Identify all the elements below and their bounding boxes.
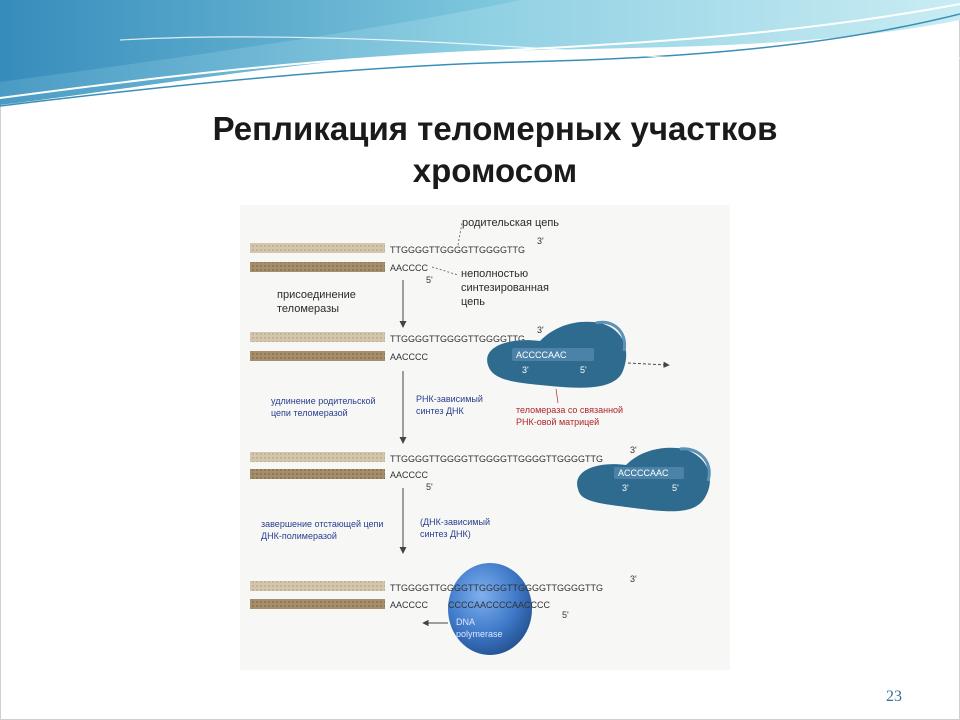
- stage-2: TTGGGGTTGGGGTTGGGGTTG 3' AACCCC ACCCCAAC…: [250, 322, 668, 388]
- telomerase-pointer: [556, 389, 558, 403]
- telomerase-label-2: РНК-овой матрицей: [516, 417, 599, 427]
- step-2-right-label-2: синтез ДНК: [416, 406, 465, 416]
- stage-4-top-sequence: TTGGGGTTGGGGTTGGGGTTGGGGTTGGGGTTG: [390, 583, 603, 593]
- stage-2-bottom-sequence: AACCCC: [390, 352, 429, 362]
- stage-3-bottom-sequence: AACCCC: [390, 470, 429, 480]
- step-3-right-label-2: синтез ДНК): [420, 529, 471, 539]
- stage-3-rna-five-prime: 5': [672, 483, 679, 493]
- figure-panel: TTGGGGTTGGGGTTGGGGTTG 3' AACCCC 5' родит…: [240, 205, 730, 670]
- telomerase-direction-arrow: [628, 363, 668, 365]
- header-waves: [0, 0, 960, 110]
- step-1-label-2: теломеразы: [277, 303, 339, 315]
- stage-2-rna-three-prime: 3': [522, 365, 529, 375]
- stage-1-top-sequence: TTGGGGTTGGGGTTGGGGTTG: [390, 245, 525, 255]
- dna-polymerase-label-1: DNA: [456, 617, 475, 627]
- step-3-right-label-1: (ДНК-зависимый: [420, 517, 490, 527]
- step-3-left-label-2: ДНК-полимеразой: [261, 531, 337, 541]
- stage-4-three-prime: 3': [630, 574, 637, 584]
- stage-3-rna-three-prime: 3': [622, 483, 629, 493]
- telomerase-label-1: теломераза со связанной: [516, 405, 623, 415]
- stage-4-new-sequence: CCCCAACCCCAACCCC: [448, 600, 551, 610]
- step-2-left-label-1: удлинение родительской: [271, 396, 376, 406]
- stage-2-three-prime: 3': [537, 325, 544, 335]
- stage-2-rna-five-prime: 5': [580, 365, 587, 375]
- stage-1-three-prime: 3': [537, 236, 544, 246]
- stage-1-five-prime: 5': [426, 275, 433, 285]
- page-number: 23: [886, 688, 926, 706]
- incomplete-strand: [250, 351, 385, 361]
- stage-3: TTGGGGTTGGGGTTGGGGTTGGGGTTGGGGTTG 3' AAC…: [250, 445, 710, 511]
- incomplete-strand-pointer: [432, 267, 458, 275]
- stage-3-top-sequence: TTGGGGTTGGGGTTGGGGTTGGGGTTGGGGTTG: [390, 454, 603, 464]
- stage-4: TTGGGGTTGGGGTTGGGGTTGGGGTTGGGGTTG 3' AAC…: [250, 563, 637, 655]
- incomplete-strand-label-2: синтезированная: [461, 282, 549, 294]
- stage-2-rna-template: ACCCCAAC: [516, 350, 567, 360]
- stage-3-rna-template: ACCCCAAC: [618, 468, 669, 478]
- incomplete-strand: [250, 469, 385, 479]
- slide-title-line-1: Репликация теломерных участков: [140, 108, 850, 150]
- incomplete-strand-label-1: неполностью: [461, 268, 528, 280]
- stage-4-bottom-sequence: AACCCC: [390, 600, 429, 610]
- parent-strand: [250, 243, 385, 253]
- incomplete-strand: [250, 262, 385, 272]
- slide-title: Репликация теломерных участков хромосом: [140, 108, 850, 192]
- step-3-left-label-1: завершение отстающей цепи: [261, 519, 383, 529]
- step-2-right-label-1: РНК-зависимый: [416, 394, 483, 404]
- parent-strand: [250, 332, 385, 342]
- step-2-left-label-2: цепи теломеразой: [271, 408, 348, 418]
- stage-3-three-prime: 3': [630, 445, 637, 455]
- incomplete-strand-label-3: цепь: [461, 296, 485, 308]
- slide-title-line-2: хромосом: [140, 150, 850, 192]
- dna-polymerase-label-2: polymerase: [456, 629, 503, 639]
- parent-strand-label: родительская цепь: [462, 217, 559, 229]
- stage-3-five-prime: 5': [426, 482, 433, 492]
- step-1-label-1: присоединение: [277, 289, 356, 301]
- incomplete-strand: [250, 599, 385, 609]
- stage-1-bottom-sequence: AACCCC: [390, 263, 429, 273]
- parent-strand: [250, 581, 385, 591]
- stage-2-top-sequence: TTGGGGTTGGGGTTGGGGTTG: [390, 334, 525, 344]
- stage-4-five-prime: 5': [562, 610, 569, 620]
- telomere-replication-diagram: TTGGGGTTGGGGTTGGGGTTG 3' AACCCC 5' родит…: [240, 205, 730, 670]
- parent-strand: [250, 452, 385, 462]
